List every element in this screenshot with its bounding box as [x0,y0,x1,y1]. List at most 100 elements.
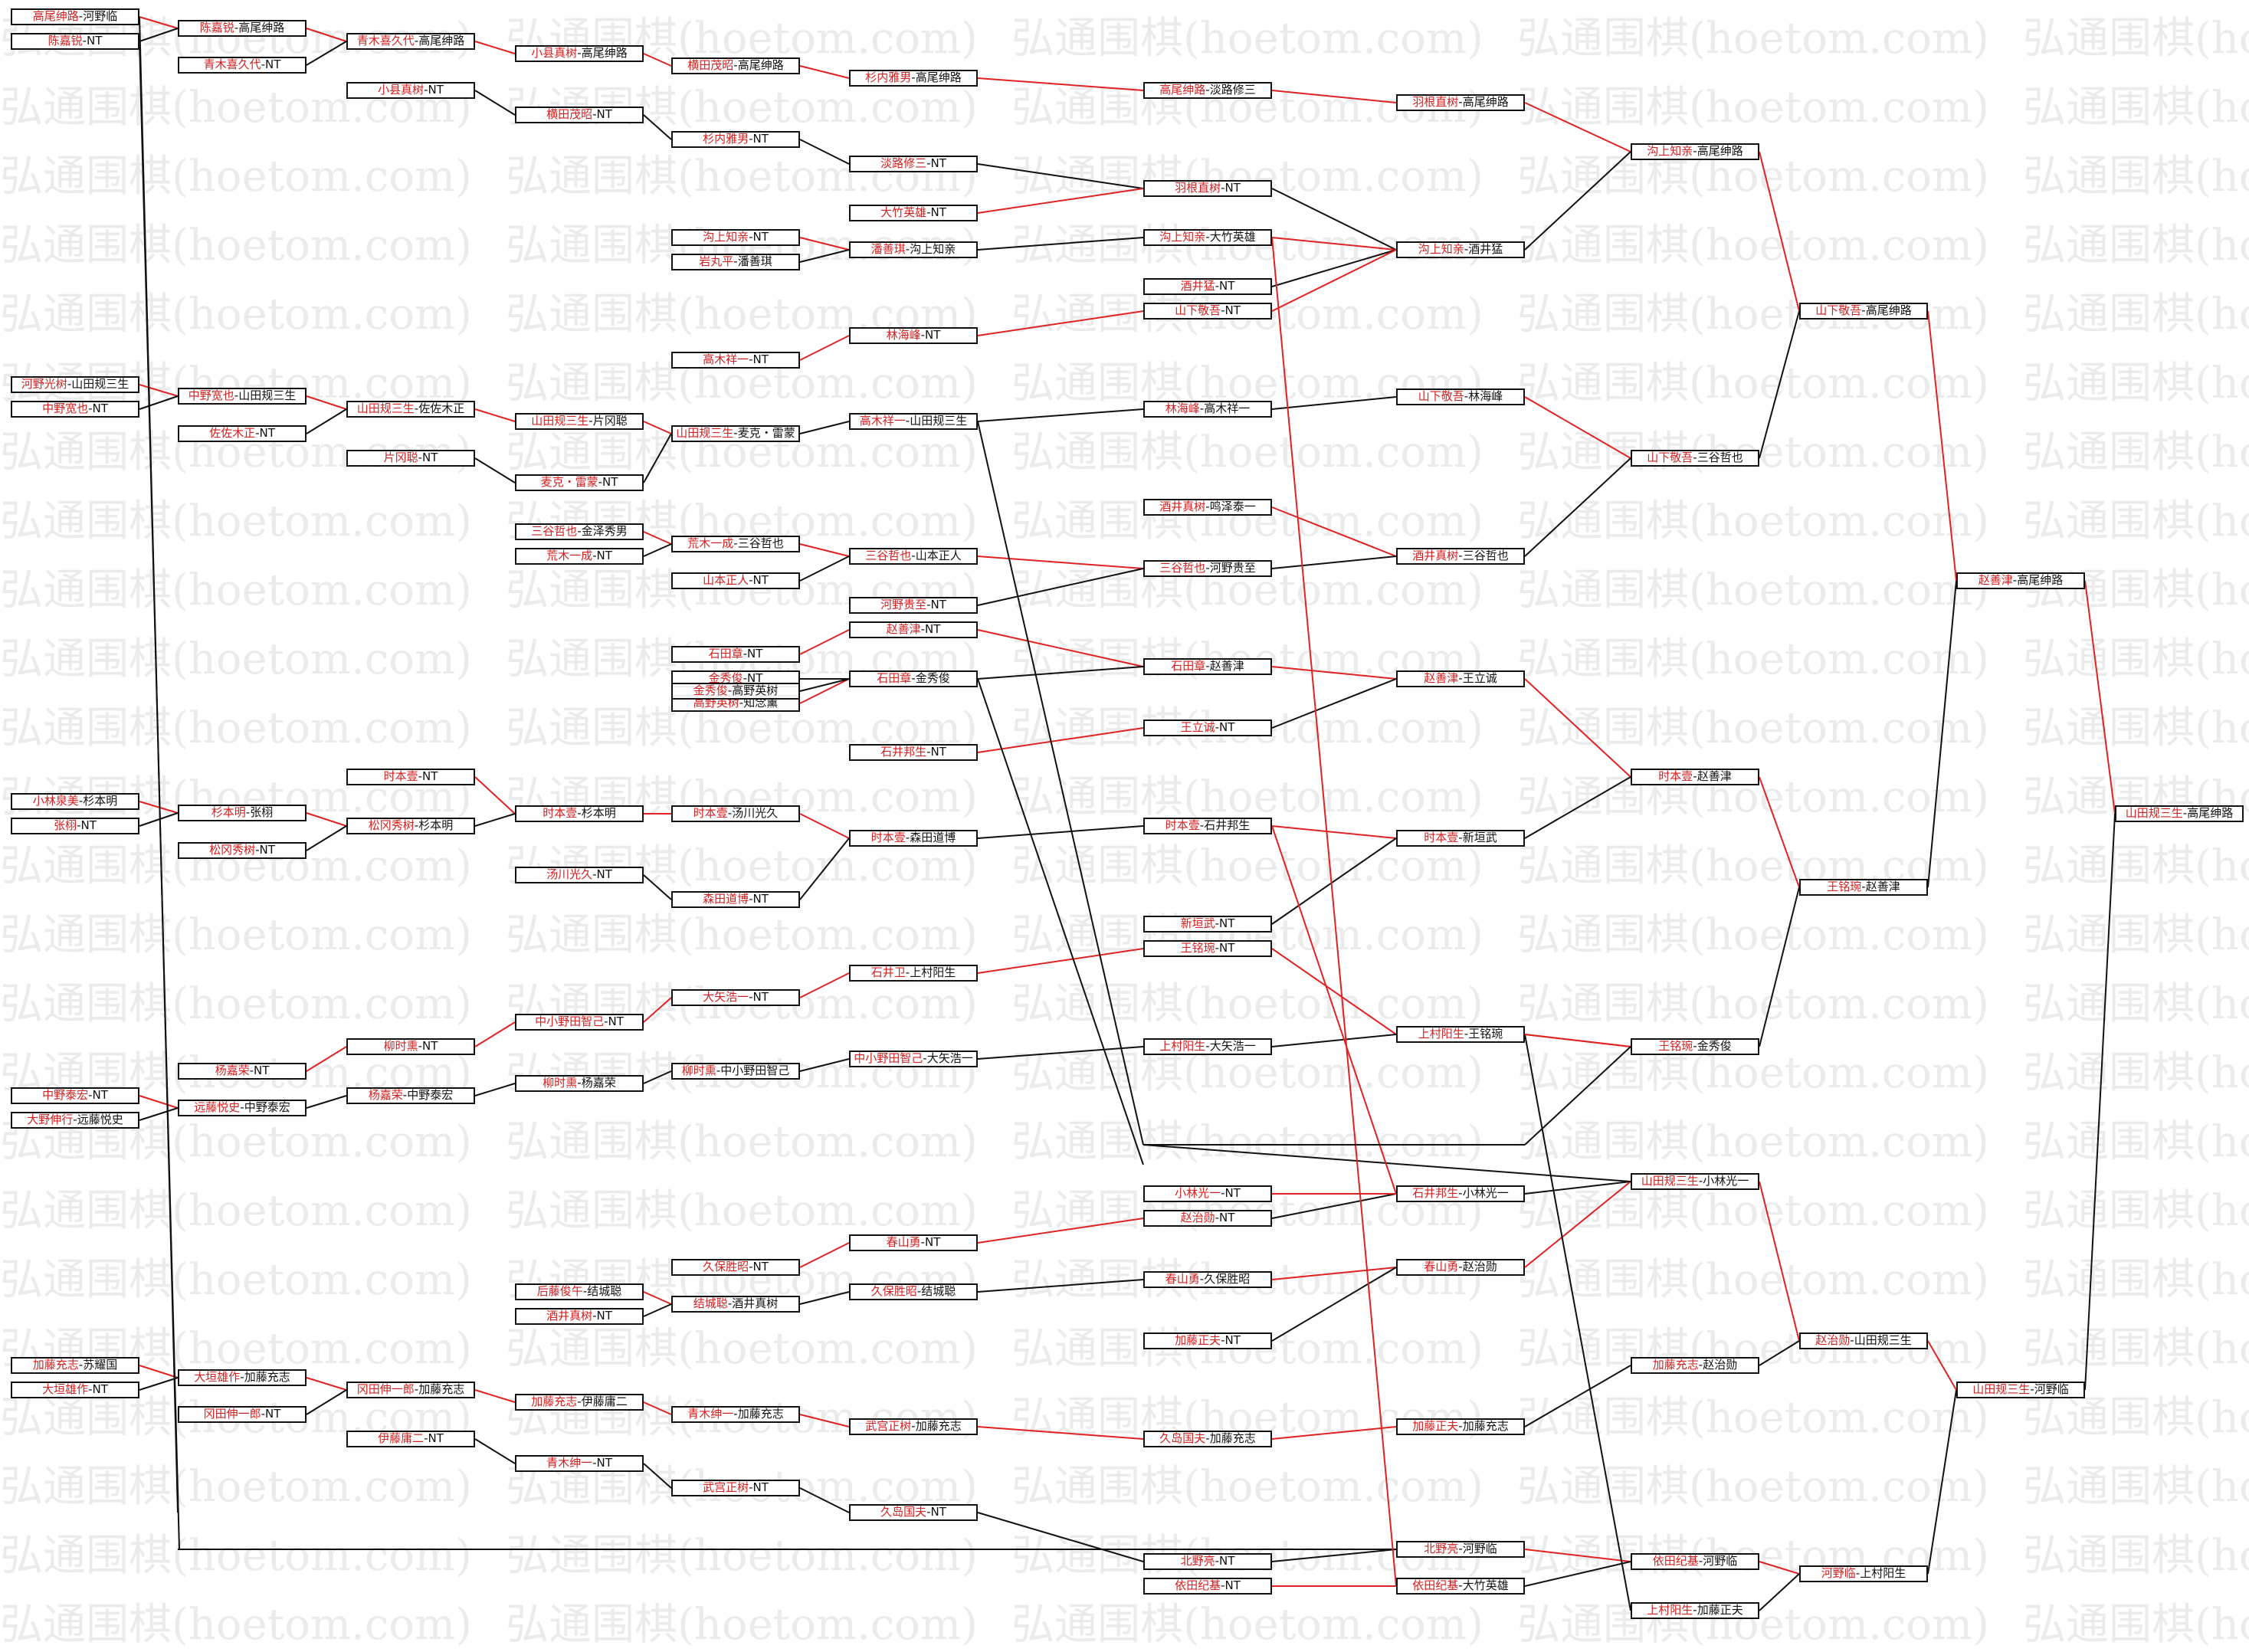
match-box: 高木祥一-山田规三生 [849,413,978,430]
match-box: 山下敬吾-高尾绅路 [1799,303,1928,320]
winner-name: 荒木一成 [546,549,593,562]
match-box: 荒木一成-NT [515,548,644,565]
opponent-name: NT [596,867,612,881]
separator: - [1464,389,1469,403]
opponent-name: 赵善津 [1697,769,1732,783]
bracket-line [474,41,516,54]
match-box: 大矢浩一-NT [671,989,800,1006]
bracket-line [977,237,1144,251]
bracket-line [977,568,1144,606]
winner-name: 陈嘉锐 [48,34,83,48]
opponent-name: 上村阳生 [1860,1566,1906,1580]
opponent-name: NT [752,132,769,146]
opponent-name: 大竹英雄 [1462,1578,1509,1592]
match-box: 春山勇-NT [849,1234,978,1251]
winner-name: 时本壹 [543,806,578,820]
opponent-name: NT [92,402,108,415]
match-box: 冈田伸一郎-NT [178,1406,307,1423]
winner-name: 加藤正夫 [1412,1419,1459,1433]
winner-name: 三谷哲也 [531,524,578,538]
separator: - [1458,831,1463,844]
bracket-line [1271,249,1397,287]
separator: - [261,57,266,71]
bracket-line [799,65,850,79]
bracket-line [799,678,850,704]
opponent-name: NT [428,83,444,97]
separator: - [418,1039,423,1053]
winner-name: 赵善津 [886,622,921,636]
opponent-name: 大竹英雄 [1209,230,1256,244]
bracket-line [643,543,672,557]
match-box: 佐佐木正-NT [178,425,307,442]
opponent-name: 三谷哲也 [737,536,784,550]
match-box: 山田规三生-佐佐木正 [346,401,475,418]
separator: - [749,1260,753,1273]
bracket-line [1271,188,1397,251]
match-box: 森田道博-NT [671,891,800,908]
separator: - [1205,561,1210,575]
winner-name: 中小野田智己 [535,1014,605,1028]
match-box: 中野宽也-NT [11,401,139,418]
opponent-name: 中野泰宏 [407,1088,454,1102]
separator: - [1221,303,1225,317]
bracket-line [306,41,347,66]
separator: - [592,1456,597,1470]
winner-name: 山田规三生 [531,414,589,428]
separator: - [424,1431,428,1445]
winner-name: 张栩 [54,818,77,832]
match-box: 酒井猛-NT [1143,278,1272,295]
winner-name: 加藤充志 [531,1395,578,1408]
bracket-line [306,1389,347,1415]
match-box: 赵善津-高尾绅路 [1956,572,2085,589]
winner-name: 加藤充志 [32,1358,79,1372]
bracket-line [474,776,516,815]
separator: - [727,683,733,697]
opponent-name: NT [596,549,612,562]
opponent-name: NT [602,475,618,489]
match-box: 河野贵至-NT [849,597,978,614]
opponent-name: 苏耀国 [83,1358,118,1372]
separator: - [2012,573,2018,587]
bracket-line [1271,825,1397,839]
separator: - [743,647,748,660]
match-box: 上村阳生-王铭琬 [1396,1026,1525,1043]
match-box: 王铭琬-赵善津 [1799,879,1928,896]
opponent-name: 高尾绅路 [238,21,285,34]
bracket-line [306,1046,347,1072]
opponent-name: 加藤充志 [737,1407,784,1421]
match-box: 潘善琪-沟上知亲 [849,241,978,258]
match-box: 沟上知亲-酒井猛 [1396,241,1525,258]
separator: - [1861,880,1866,893]
opponent-name: 大矢浩一 [1209,1039,1256,1053]
separator: - [733,426,738,440]
bracket-line [139,1365,179,1378]
separator: - [911,1419,916,1433]
winner-name: 山田规三生 [1641,1174,1699,1188]
match-box: 石井卫-上村阳生 [849,965,978,982]
opponent-name: 高尾绅路 [2017,573,2064,587]
opponent-name: 林海峰 [1468,389,1503,403]
opponent-name: 麦克・雷蒙 [737,426,795,440]
winner-name: 酒井真树 [1159,500,1206,513]
bracket-line [977,163,1144,189]
bracket-line [1524,396,1631,459]
separator: - [749,352,753,366]
separator: - [577,524,582,538]
opponent-name: NT [930,745,946,759]
winner-name: 山下敬吾 [1175,303,1221,317]
opponent-name: NT [930,205,946,219]
separator: - [1221,1578,1225,1592]
match-box: 青木喜久代-高尾绅路 [346,33,475,50]
winner-name: 依田纪基 [1652,1554,1699,1568]
cross-line [1524,1046,1631,1146]
bracket-line [139,16,179,29]
opponent-name: NT [265,1407,281,1421]
separator: - [67,377,72,391]
separator: - [1850,1333,1854,1347]
separator: - [1199,818,1205,832]
match-box: 春山勇-赵治勋 [1396,1259,1525,1276]
opponent-name: 高尾绅路 [581,46,628,60]
separator: - [926,598,931,611]
match-box: 大垣雄作-NT [11,1382,139,1398]
match-box: 北野亮-NT [1143,1553,1272,1570]
